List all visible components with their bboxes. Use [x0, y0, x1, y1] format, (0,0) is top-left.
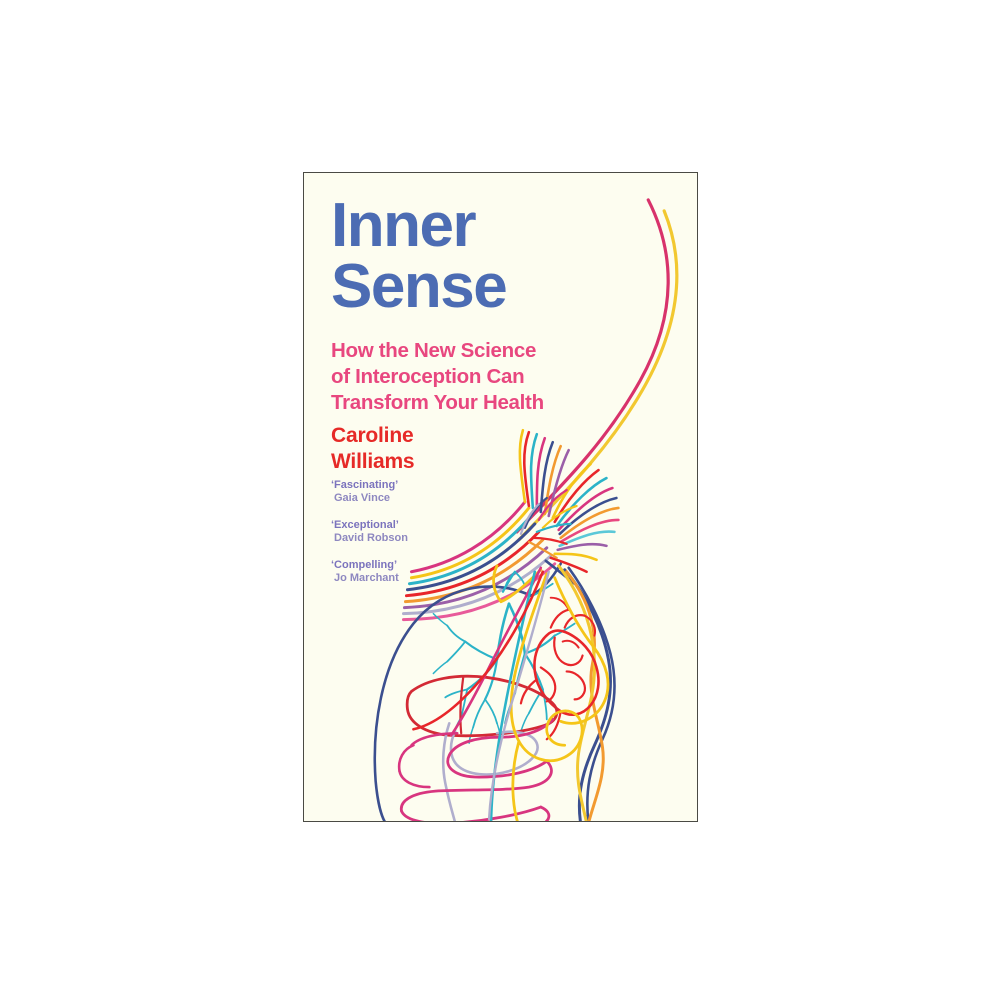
- book-title: Inner Sense: [331, 191, 508, 321]
- blurb-2-quote: ‘Exceptional’: [331, 518, 399, 531]
- book-author: Caroline Williams: [331, 423, 415, 474]
- cover-text: Inner Sense How the New Science of Inter…: [304, 173, 697, 821]
- cover-blurbs: ‘Fascinating’ Gaia Vince ‘Exceptional’ D…: [331, 479, 408, 598]
- blurb-3-source: Jo Marchant: [334, 572, 399, 585]
- title-line-2: Sense: [331, 251, 508, 321]
- blurb-1-quote: ‘Fascinating’: [331, 479, 399, 491]
- blurb-1-source: Gaia Vince: [334, 492, 391, 505]
- subtitle-line-3: Transform Your Health: [331, 391, 544, 415]
- blurb-2-source: David Robson: [334, 532, 408, 545]
- title-line-1: Inner: [331, 191, 477, 260]
- book-cover: Inner Sense How the New Science of Inter…: [303, 172, 698, 822]
- blurb-3-quote: ‘Compelling’: [331, 558, 397, 571]
- author-line-2: Williams: [331, 449, 415, 473]
- blurb-3: ‘Compelling’ Jo Marchant: [331, 559, 408, 586]
- blurb-1: ‘Fascinating’ Gaia Vince: [331, 479, 408, 506]
- blurb-2: ‘Exceptional’ David Robson: [331, 519, 408, 546]
- subtitle-line-2: of Interoception Can: [331, 365, 525, 389]
- author-line-1: Caroline: [331, 424, 414, 447]
- subtitle-line-1: How the New Science: [331, 339, 537, 362]
- book-subtitle: How the New Science of Interoception Can…: [331, 338, 544, 416]
